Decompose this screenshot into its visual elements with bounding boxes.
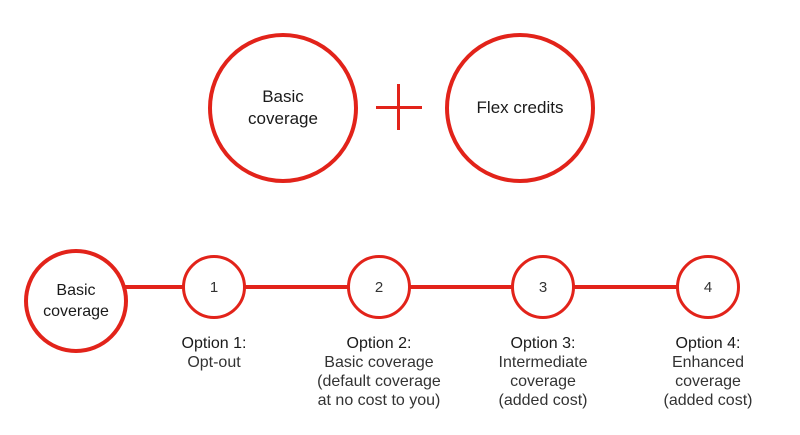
option-1-title: Option 1:: [181, 335, 247, 352]
step-3-number: 3: [538, 278, 548, 296]
plus-icon-vertical: [397, 84, 400, 130]
option-2-desc-line-1: Basic coverage: [324, 354, 434, 371]
option-1-desc-line-1: Opt-out: [187, 354, 241, 371]
option-2-desc-line-3: at no cost to you): [317, 392, 441, 409]
option-1-label: Option 1: Opt-out: [129, 334, 299, 372]
option-4-desc-line-1: Enhanced: [671, 354, 745, 371]
flex-credits-circle: Flex credits: [445, 33, 595, 183]
basic-coverage-label-line-1: Basic: [262, 87, 304, 106]
option-4-title: Option 4:: [675, 335, 741, 352]
option-4-desc-line-3: (added cost): [663, 392, 753, 409]
option-4-label: Option 4: Enhanced coverage (added cost): [623, 334, 793, 410]
basic-coverage-label-line-2: coverage: [248, 109, 318, 128]
option-3-desc-line-2: coverage: [510, 373, 576, 390]
step-4-number: 4: [703, 278, 713, 296]
option-3-desc-line-3: (added cost): [498, 392, 588, 409]
plus-icon: [376, 84, 422, 130]
flex-credits-label: Flex credits: [477, 97, 564, 119]
flex-credits-label-line-1: Flex credits: [476, 98, 564, 117]
timeline-start-label-line-2: coverage: [43, 303, 109, 320]
option-2-desc-line-2: (default coverage: [317, 373, 441, 390]
option-3-label: Option 3: Intermediate coverage (added c…: [458, 334, 628, 410]
basic-coverage-label: Basic coverage: [248, 86, 318, 130]
step-2-number: 2: [374, 278, 384, 296]
option-2-label: Option 2: Basic coverage (default covera…: [294, 334, 464, 410]
step-1-number: 1: [209, 278, 219, 296]
option-4-desc-line-2: coverage: [675, 373, 741, 390]
step-3-circle: 3: [511, 255, 575, 319]
step-1-circle: 1: [182, 255, 246, 319]
timeline-start-label: Basic coverage: [43, 280, 109, 322]
step-4-circle: 4: [676, 255, 740, 319]
basic-coverage-circle: Basic coverage: [208, 33, 358, 183]
option-2-title: Option 2:: [346, 335, 412, 352]
timeline-start-circle: Basic coverage: [24, 249, 128, 353]
step-2-circle: 2: [347, 255, 411, 319]
option-3-desc-line-1: Intermediate: [498, 354, 588, 371]
timeline-start-label-line-1: Basic: [56, 282, 96, 299]
option-3-title: Option 3:: [510, 335, 576, 352]
